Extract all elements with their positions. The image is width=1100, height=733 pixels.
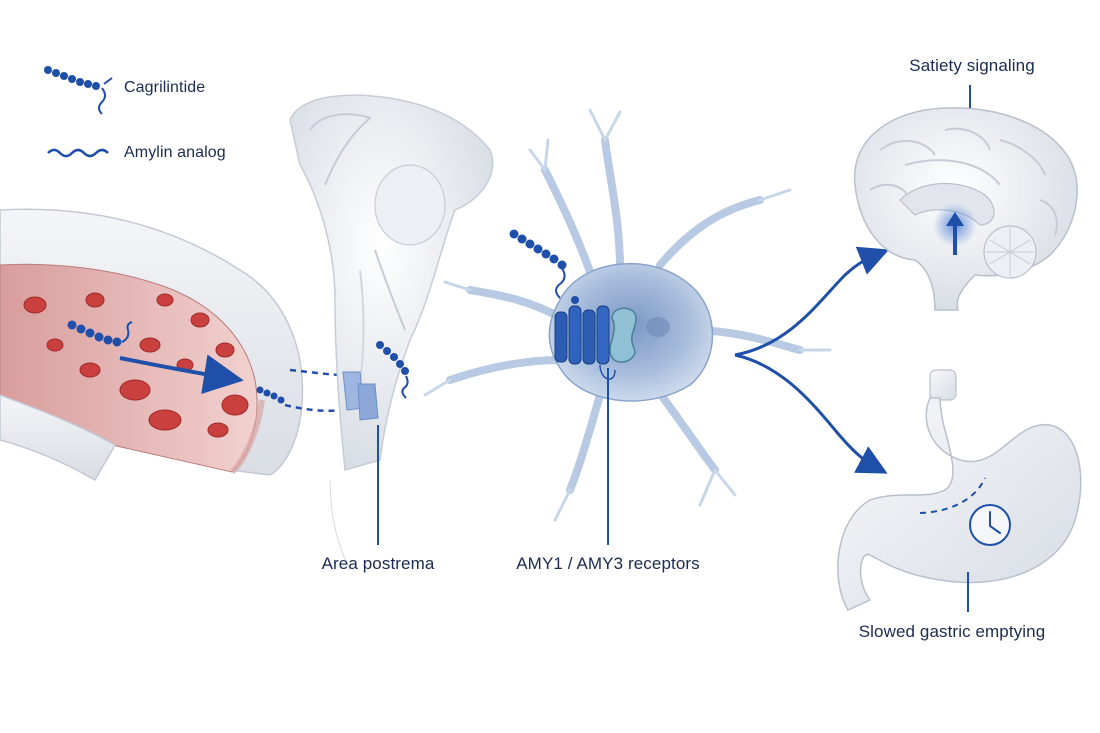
stomach: [837, 369, 1082, 611]
legend-amylin-analog-label: Amylin analog: [124, 144, 226, 161]
gastric-label: Slowed gastric emptying: [858, 622, 1046, 641]
peptide-in-vessel-icon: [67, 320, 133, 347]
signal-arrow-to-stomach: [734, 353, 888, 474]
dashed-connector-upper: [289, 368, 346, 377]
legend-cagrilintide-label: Cagrilintide: [124, 79, 206, 96]
area-postrema-label: Area postrema: [321, 554, 435, 573]
satiety-label: Satiety signaling: [909, 56, 1035, 75]
peptide-exiting-icon: [256, 386, 285, 404]
area-postrema-receptor: [342, 371, 379, 421]
legend-cagrilintide-icon: [44, 66, 113, 115]
peptide-binding-icon: [509, 229, 579, 304]
amy-receptor-complex: [554, 305, 637, 380]
receptors-label: AMY1 / AMY3 receptors: [516, 554, 700, 573]
brain: [853, 107, 1078, 311]
signal-arrow-to-brain: [734, 246, 890, 357]
peptide-at-brainstem-icon: [376, 341, 409, 399]
flow-arrow: [119, 354, 244, 395]
brainstem: [289, 94, 494, 571]
legend-amylin-analog-icon: [47, 148, 109, 158]
